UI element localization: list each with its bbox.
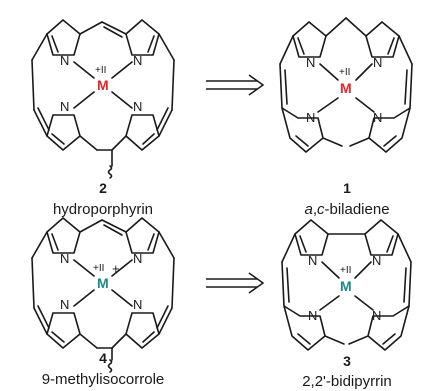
compound-number-3: 3 bbox=[343, 353, 351, 369]
compound-3-structure bbox=[281, 219, 412, 351]
nitrogen-atom: N bbox=[308, 308, 317, 323]
compound-number-1: 1 bbox=[343, 180, 351, 196]
name-italic-a: a bbox=[304, 201, 312, 218]
name-italic-c: c bbox=[317, 201, 325, 218]
compound-2-structure bbox=[31, 19, 175, 179]
oxidation-state: +II bbox=[93, 263, 104, 274]
nitrogen-atom: N bbox=[60, 53, 69, 68]
nitrogen-atom: N bbox=[373, 110, 382, 125]
compound-1-structure bbox=[279, 17, 413, 153]
compound-name-2: hydroporphyrin bbox=[53, 201, 153, 218]
charge-label: + bbox=[112, 261, 120, 276]
name-separator: , bbox=[313, 201, 317, 218]
retrosynthetic-arrow-bottom bbox=[206, 272, 265, 294]
name-rest: -biladiene bbox=[324, 201, 389, 218]
nitrogen-atom: N bbox=[373, 55, 382, 70]
oxidation-state: +II bbox=[95, 65, 106, 76]
metal-label-4: M bbox=[97, 275, 109, 291]
nitrogen-atom: N bbox=[133, 99, 142, 114]
nitrogen-atom: N bbox=[60, 297, 69, 312]
compound-name-1: a,c-biladiene bbox=[304, 201, 389, 218]
nitrogen-atom: N bbox=[60, 99, 69, 114]
compound-4-structure bbox=[31, 217, 175, 373]
oxidation-state: +II bbox=[339, 67, 350, 78]
nitrogen-atom: N bbox=[133, 297, 142, 312]
nitrogen-atom: N bbox=[133, 251, 142, 266]
nitrogen-atom: N bbox=[306, 55, 315, 70]
compound-name-4: 9-methylisocorrole bbox=[42, 371, 165, 388]
metal-label-1: M bbox=[340, 80, 352, 96]
metal-label-3: M bbox=[340, 278, 352, 294]
nitrogen-atom: N bbox=[133, 53, 142, 68]
retrosynthetic-arrow-top bbox=[206, 74, 265, 96]
metal-label-2: M bbox=[97, 77, 109, 93]
compound-name-3: 2,2'-bidipyrrin bbox=[302, 373, 392, 390]
nitrogen-atom: N bbox=[306, 110, 315, 125]
nitrogen-atom: N bbox=[60, 251, 69, 266]
oxidation-state: +II bbox=[340, 265, 351, 276]
compound-number-2: 2 bbox=[99, 180, 107, 196]
compound-number-4: 4 bbox=[99, 350, 107, 366]
nitrogen-atom: N bbox=[372, 308, 381, 323]
nitrogen-atom: N bbox=[372, 253, 381, 268]
nitrogen-atom: N bbox=[308, 253, 317, 268]
